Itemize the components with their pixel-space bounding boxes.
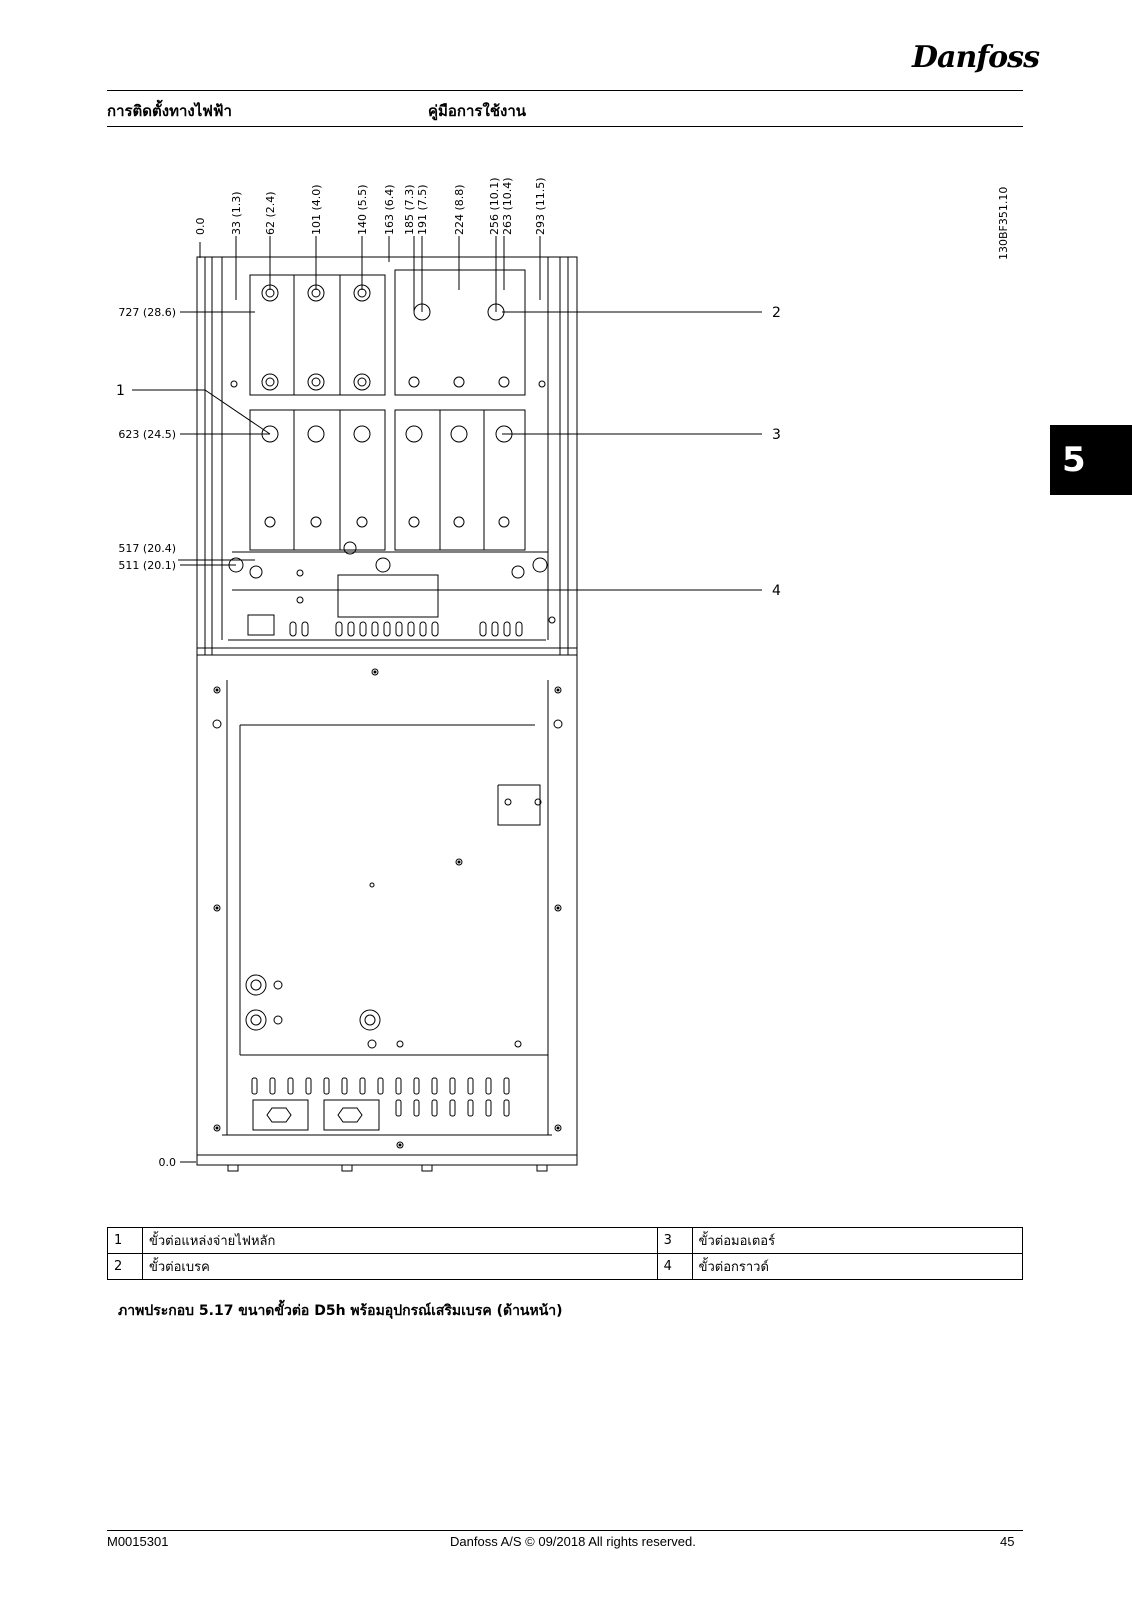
dim-top-label: 293 (11.5)	[534, 177, 547, 235]
legend-number: 1	[107, 1227, 143, 1254]
dim-left-label: 511 (20.1)	[118, 559, 176, 572]
legend-text: ขั้วต่อแหล่งจ่ายไฟหลัก	[142, 1227, 658, 1254]
doc-id: M0015301	[107, 1534, 169, 1549]
dim-top-label: 0.0	[194, 218, 207, 236]
copyright: Danfoss A/S © 09/2018 All rights reserve…	[450, 1534, 696, 1549]
legend-table: 1 ขั้วต่อแหล่งจ่ายไฟหลัก 3 ขั้วต่อมอเตอร…	[107, 1227, 1024, 1280]
dim-top-label: 263 (10.4)	[501, 177, 514, 235]
legend-number: 3	[656, 1227, 693, 1254]
section-title: การติดตั้งทางไฟฟ้า	[107, 102, 232, 120]
figure-caption: ภาพประกอบ 5.17 ขนาดขั้วต่อ D5h พร้อมอุปก…	[118, 1303, 563, 1319]
dim-left-label: 0.0	[159, 1156, 177, 1169]
dim-top-label: 224 (8.8)	[453, 184, 466, 235]
callout-4: 4	[772, 583, 781, 599]
callout-3: 3	[772, 427, 781, 443]
table-row: 1 ขั้วต่อแหล่งจ่ายไฟหลัก 3 ขั้วต่อมอเตอร…	[107, 1227, 1024, 1254]
page-number: 45	[1000, 1534, 1015, 1549]
dim-top-label: 163 (6.4)	[383, 184, 396, 235]
header-bottom-rule	[107, 126, 1023, 127]
legend-number: 4	[656, 1253, 693, 1280]
dim-top-label: 62 (2.4)	[264, 191, 277, 235]
dim-top-label: 185 (7.3)	[403, 184, 416, 235]
footer-rule	[107, 1530, 1023, 1531]
dim-top-label: 140 (5.5)	[356, 184, 369, 235]
dim-top-label: 256 (10.1)	[488, 177, 501, 235]
terminal-drawing: 0.0 33 (1.3) 62 (2.4) 101 (4.0) 140 (5.5…	[116, 177, 781, 1172]
dim-top-label: 33 (1.3)	[230, 191, 243, 235]
dim-left-label: 623 (24.5)	[118, 428, 176, 441]
legend-text: ขั้วต่อกราวด์	[691, 1253, 1024, 1280]
dim-left-label: 727 (28.6)	[118, 306, 176, 319]
dim-top-label: 101 (4.0)	[310, 184, 323, 235]
legend-text: ขั้วต่อเบรค	[142, 1253, 658, 1280]
callout-2: 2	[772, 305, 781, 321]
legend-text: ขั้วต่อมอเตอร์	[691, 1227, 1024, 1254]
dim-top-label: 191 (7.5)	[416, 184, 429, 235]
legend-number: 2	[107, 1253, 143, 1280]
danfoss-logo: Danfoss	[912, 40, 1040, 75]
dim-left-label: 517 (20.4)	[118, 542, 176, 555]
callout-1: 1	[116, 383, 125, 399]
header-top-rule	[107, 90, 1023, 91]
manual-title: คู่มือการใช้งาน	[428, 102, 526, 120]
chapter-tab: 5	[1050, 425, 1132, 495]
table-row: 2 ขั้วต่อเบรค 4 ขั้วต่อกราวด์	[107, 1253, 1024, 1280]
